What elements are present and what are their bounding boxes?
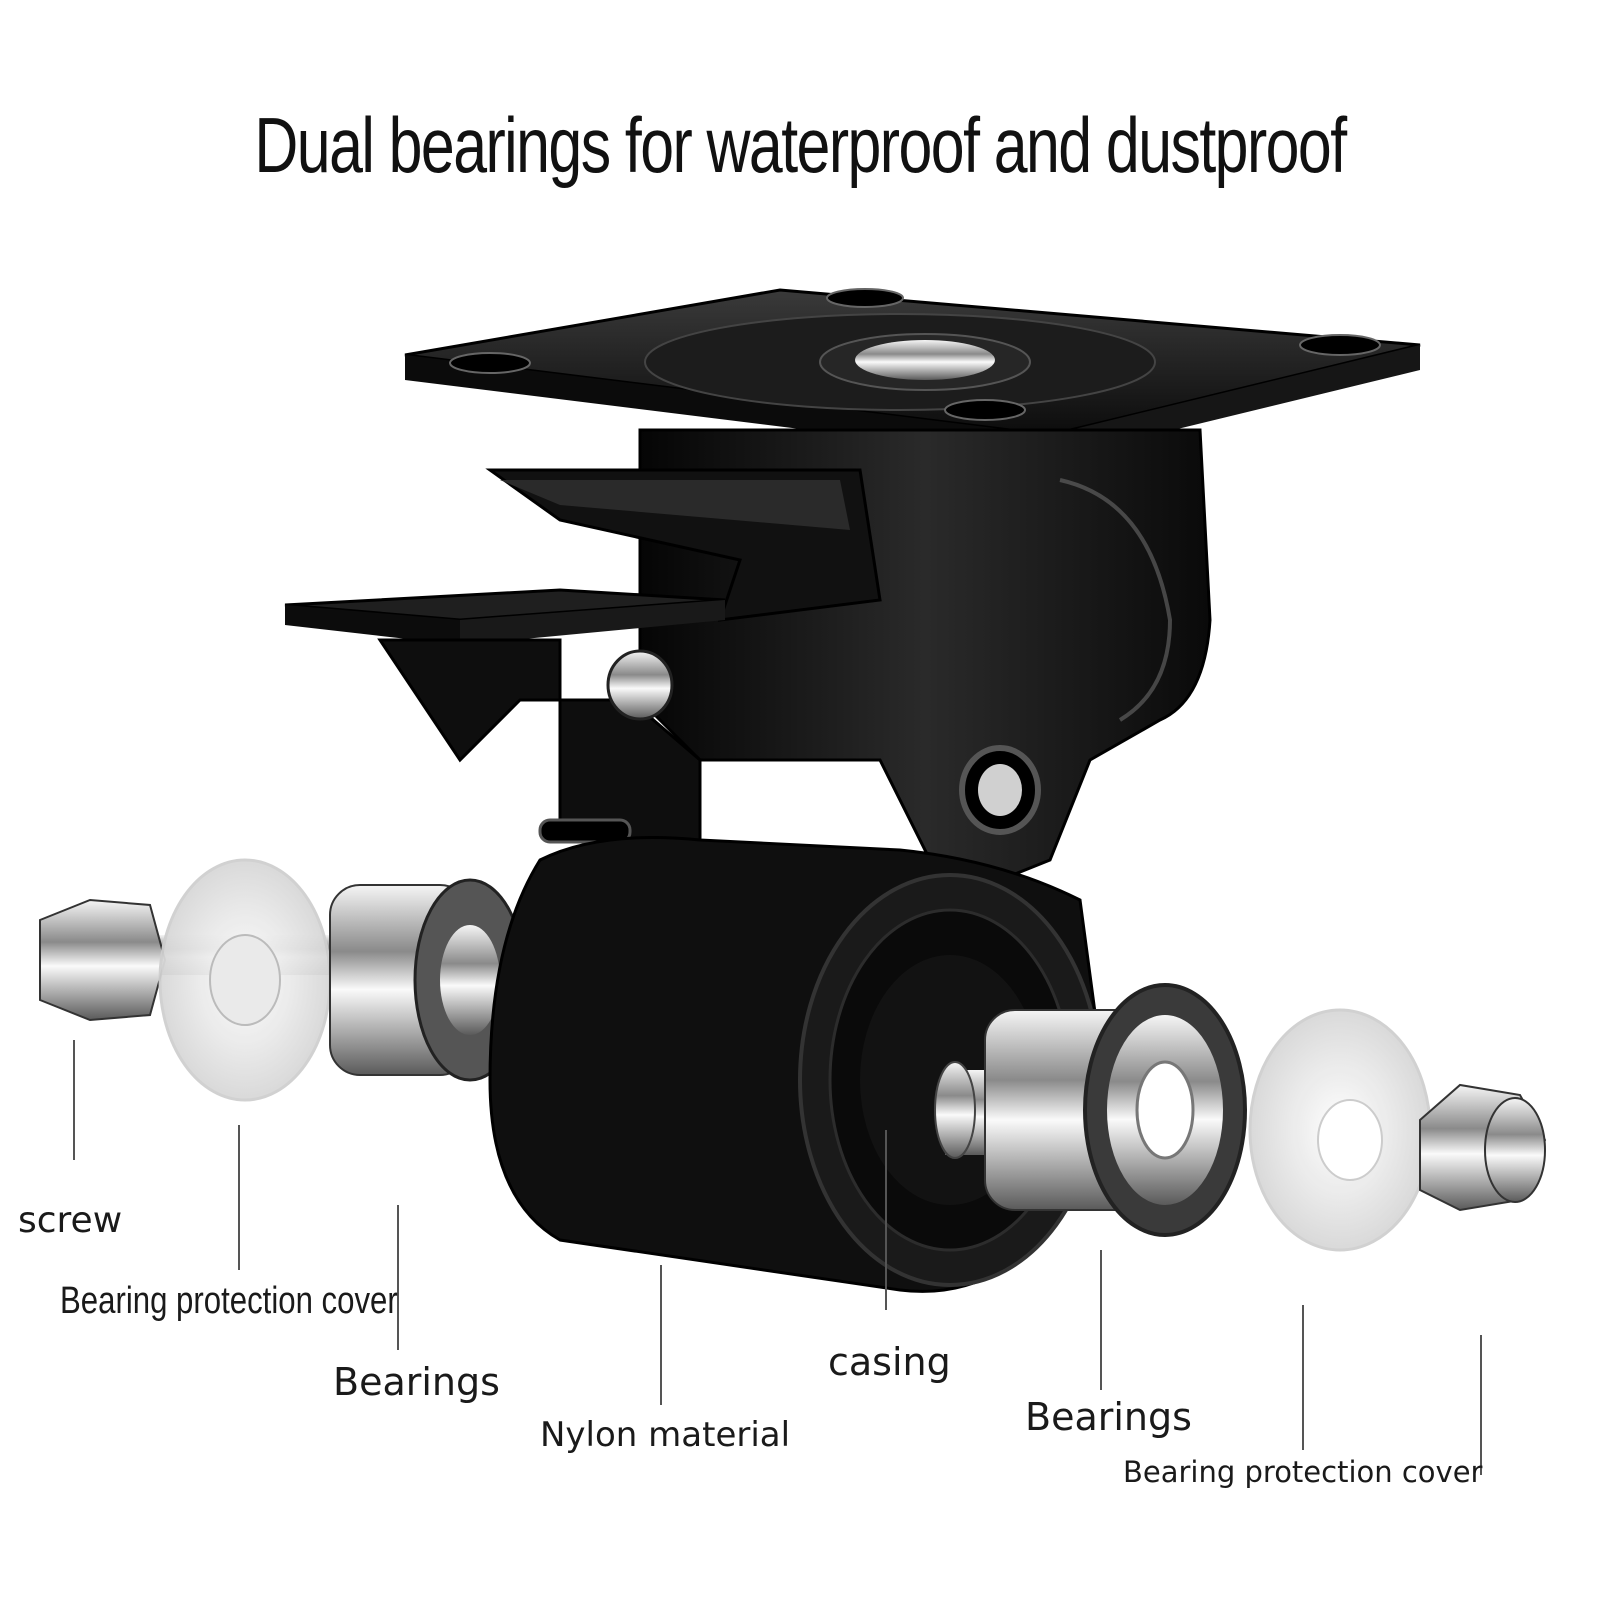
label-bearing-protection-cover-left: Bearing protection cover bbox=[60, 1280, 398, 1322]
leader-line-bearings-right bbox=[1100, 1250, 1102, 1390]
label-bearing-protection-cover-right: Bearing protection cover bbox=[1123, 1455, 1483, 1489]
label-bearings-left: Bearings bbox=[333, 1360, 500, 1404]
leader-line-nylon bbox=[660, 1265, 662, 1405]
label-screw: screw bbox=[18, 1200, 123, 1241]
brake-pedal bbox=[284, 468, 882, 862]
leader-line-cover-right bbox=[1302, 1305, 1304, 1450]
leader-line-bearings-left bbox=[397, 1205, 399, 1350]
left-axle-assembly bbox=[39, 858, 560, 1102]
leader-line-cover-left bbox=[238, 1125, 240, 1270]
right-axle-assembly bbox=[934, 983, 1547, 1252]
leader-line-casing bbox=[885, 1130, 887, 1310]
leader-line-screw bbox=[73, 1040, 75, 1160]
page-title: Dual bearings for waterproof and dustpro… bbox=[254, 101, 1347, 189]
label-casing: casing bbox=[828, 1340, 951, 1384]
label-bearings-right: Bearings bbox=[1025, 1395, 1192, 1439]
leader-line-screw-right bbox=[1480, 1335, 1482, 1475]
label-nylon-material: Nylon material bbox=[540, 1415, 791, 1455]
